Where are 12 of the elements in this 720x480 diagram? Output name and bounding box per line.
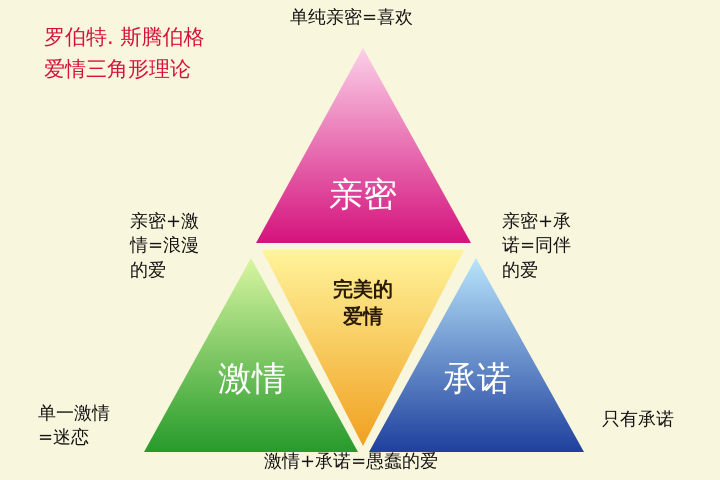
triangle-label: 完美的爱情 [332,276,394,330]
triangle-label: 亲密 [328,174,398,218]
relation-note: 亲密+激情=浪漫的爱 [130,210,200,283]
relation-note: 单纯亲密=喜欢 [290,6,414,30]
triangle-box [256,48,471,243]
relation-note: 只有承诺 [602,408,675,432]
triangle-label: 承诺 [442,358,512,402]
relation-note: 亲密+承诺=同伴的爱 [502,210,572,283]
relation-note: 单一激情=迷恋 [38,402,111,450]
title: 罗伯特. 斯腾伯格爱情三角形理论 [44,24,206,82]
triangle-label: 激情 [217,358,287,402]
relation-note: 激情+承诺=愚蠢的爱 [264,450,440,474]
